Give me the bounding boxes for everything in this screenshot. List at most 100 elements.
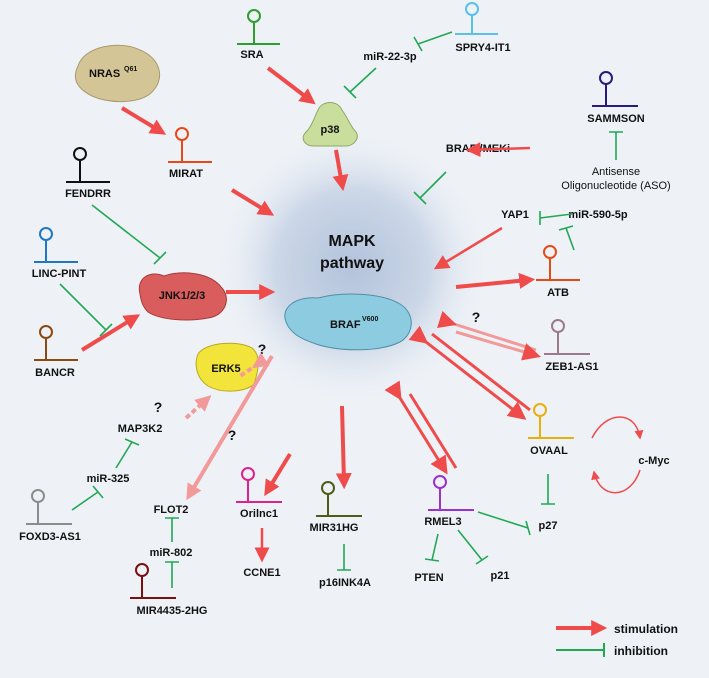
mirat-label: MIRAT <box>169 168 203 180</box>
nras-label: NRAS <box>89 68 120 80</box>
lincpint-lncrna-symbol <box>34 227 78 263</box>
inhibit-fendrr-jnk <box>91 204 167 265</box>
p38-protein: p38 <box>302 102 358 147</box>
erk5-label: ERK5 <box>211 363 240 375</box>
inhibit-rmel3-p27 <box>477 511 531 536</box>
arrow-mapk-ovaal-a <box>408 325 527 420</box>
inhibit-foxd3-mir325 <box>71 485 104 511</box>
flot2-label: FLOT2 <box>154 504 189 516</box>
fendrr-lncrna-symbol <box>66 147 110 183</box>
p27-label: p27 <box>539 520 558 532</box>
arrow-mirat-mapk <box>230 188 275 216</box>
braf-label: BRAF <box>330 319 361 331</box>
orilnc1-label: Orilnc1 <box>240 508 278 520</box>
inhibit-mir31hg-p16 <box>337 544 351 571</box>
atb-lncrna-symbol <box>536 245 580 281</box>
mir22-label: miR-22-3p <box>363 51 416 63</box>
mir4435-label: MIR4435-2HG <box>137 605 208 617</box>
p16-label: p16INK4A <box>319 577 371 589</box>
center-title-line2: pathway <box>320 255 384 272</box>
question-mark-flot2: ? <box>228 427 237 443</box>
cmyc-label: c-Myc <box>638 455 669 467</box>
zeb1-lncrna-symbol <box>544 319 590 355</box>
ccne1-label: CCNE1 <box>243 567 280 579</box>
arrow-p38-mapk <box>332 149 349 192</box>
orilnc1-lncrna-symbol <box>236 467 282 503</box>
sammson-label: SAMMSON <box>587 113 645 125</box>
inhibit-mir590-yap1 <box>539 211 573 225</box>
foxd3-lncrna-symbol <box>26 489 72 525</box>
erk5-protein: ERK5 <box>195 342 259 392</box>
bancr-lncrna-symbol <box>34 325 78 361</box>
aso-label-line2: Oligonucleotide (ASO) <box>561 180 670 192</box>
arrow-bancr-jnk <box>80 314 141 352</box>
arrow-mapk-flot2 <box>186 354 274 501</box>
braf-protein: BRAF V600 <box>284 293 412 351</box>
rmel3-lncrna-symbol <box>428 475 474 511</box>
arrow-mapk-orilnc1 <box>264 452 292 497</box>
arrow-sra-p38 <box>266 66 316 105</box>
yap1-label: YAP1 <box>501 209 529 221</box>
sammson-lncrna-symbol <box>592 71 638 107</box>
inhibit-mir4435-mir802 <box>165 561 179 588</box>
p21-label: p21 <box>491 570 510 582</box>
inhibit-atb-mir590 <box>558 225 575 251</box>
question-mark-erk5-braf: ? <box>258 341 267 357</box>
inhibit-aso-sammson <box>609 131 623 160</box>
arrow-nras-mirat <box>120 106 167 135</box>
legend-inhibition-swatch <box>556 643 605 657</box>
jnk-protein: JNK1/2/3 <box>138 272 227 321</box>
inhibit-rmel3-pten <box>424 533 440 562</box>
inhibit-brafi-mapk <box>413 171 447 205</box>
atb-label: ATB <box>547 287 569 299</box>
arrow-mapk-rmel3-a <box>384 380 448 475</box>
inhibit-spry4-mir22 <box>413 31 453 52</box>
arrow-erk5-braf <box>238 352 270 378</box>
nras-protein: NRAS Q61 <box>74 44 161 103</box>
mir325-label: miR-325 <box>87 473 130 485</box>
jnk-label: JNK1/2/3 <box>159 290 205 302</box>
arrow-mapk-mir31hg <box>335 405 352 490</box>
arrow-yap1-mapk <box>433 226 503 270</box>
legend: stimulation inhibition <box>556 620 678 658</box>
legend-inhibition-label: inhibition <box>614 644 668 658</box>
arrow-ovaal-cmyc <box>591 416 644 440</box>
inhibit-mir802-flot2 <box>165 517 179 542</box>
mir31hg-lncrna-symbol <box>316 481 362 517</box>
nras-superscript: Q61 <box>124 66 137 73</box>
fendrr-label: FENDRR <box>65 188 111 200</box>
lincpint-label: LINC-PINT <box>32 268 87 280</box>
inhibit-mir22-p38 <box>343 67 377 99</box>
ovaal-lncrna-symbol <box>528 403 574 439</box>
aso-label-line1: Antisense <box>592 166 640 178</box>
arrow-mapk-rmel3-b <box>408 393 458 469</box>
mirat-lncrna-symbol <box>168 127 212 163</box>
arrow-mapk-ovaal-b <box>431 332 531 412</box>
question-mark-map3k2-erk5: ? <box>154 399 163 415</box>
rmel3-label: RMEL3 <box>424 516 461 528</box>
center-title-line1: MAPK <box>328 233 376 250</box>
map3k2-label: MAP3K2 <box>118 423 163 435</box>
mir590-label: miR-590-5p <box>568 209 628 221</box>
sra-lncrna-symbol <box>237 9 280 45</box>
question-mark-zeb1: ? <box>472 309 481 325</box>
legend-stimulation-label: stimulation <box>614 622 678 636</box>
foxd3-label: FOXD3-AS1 <box>19 531 81 543</box>
mir802-label: miR-802 <box>150 547 193 559</box>
pten-label: PTEN <box>414 572 443 584</box>
mir4435-lncrna-symbol <box>130 563 176 599</box>
spry4-label: SPRY4-IT1 <box>455 42 510 54</box>
zeb1-label: ZEB1-AS1 <box>545 361 598 373</box>
ovaal-label: OVAAL <box>530 445 568 457</box>
arrow-mapk-atb <box>455 272 536 289</box>
bancr-label: BANCR <box>35 367 75 379</box>
arrow-sammson-brafi <box>465 142 531 158</box>
mir31hg-label: MIR31HG <box>310 522 359 534</box>
p38-label: p38 <box>321 124 340 136</box>
spry4-lncrna-symbol <box>455 2 498 35</box>
inhibit-lincpint-jnk <box>59 283 113 337</box>
braf-superscript: V600 <box>362 316 378 323</box>
arrow-zeb1-mapk-b <box>455 330 541 361</box>
